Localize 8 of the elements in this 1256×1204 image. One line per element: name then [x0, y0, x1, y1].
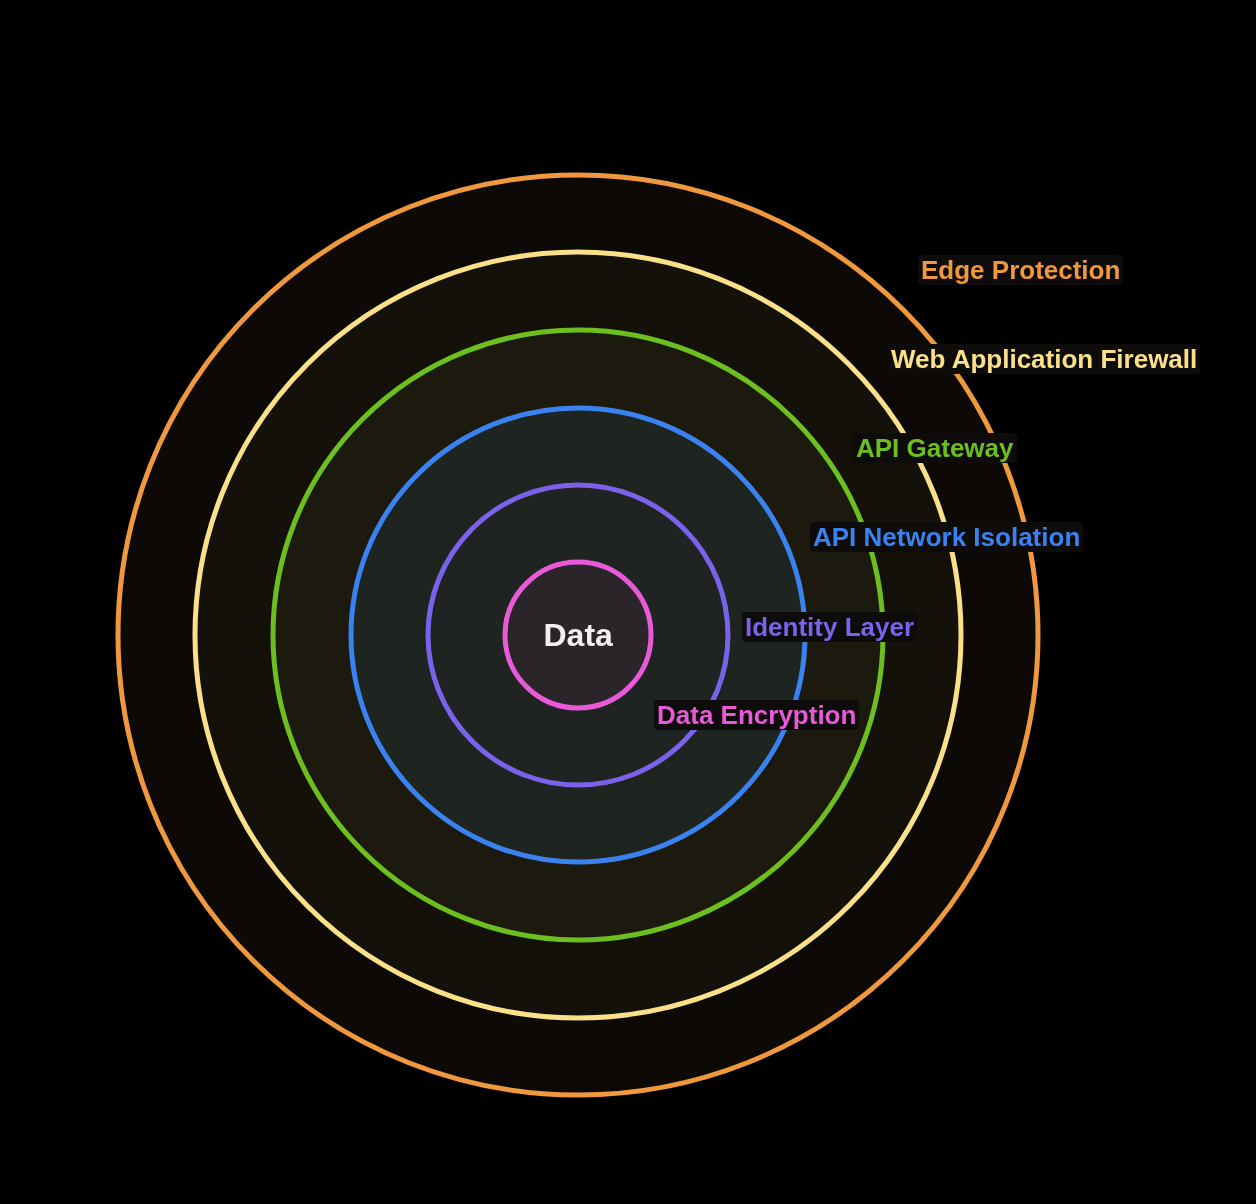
center-label: Data: [542, 617, 614, 653]
layer-label: Edge Protection: [918, 255, 1124, 285]
layer-label: API Network Isolation: [810, 522, 1084, 552]
layer-label: Data Encryption: [654, 700, 860, 730]
layer-label: Web Application Firewall: [888, 344, 1201, 374]
layer-label: API Gateway: [853, 433, 1017, 463]
core-circle: [502, 559, 654, 711]
layer-label: Identity Layer: [742, 612, 918, 642]
